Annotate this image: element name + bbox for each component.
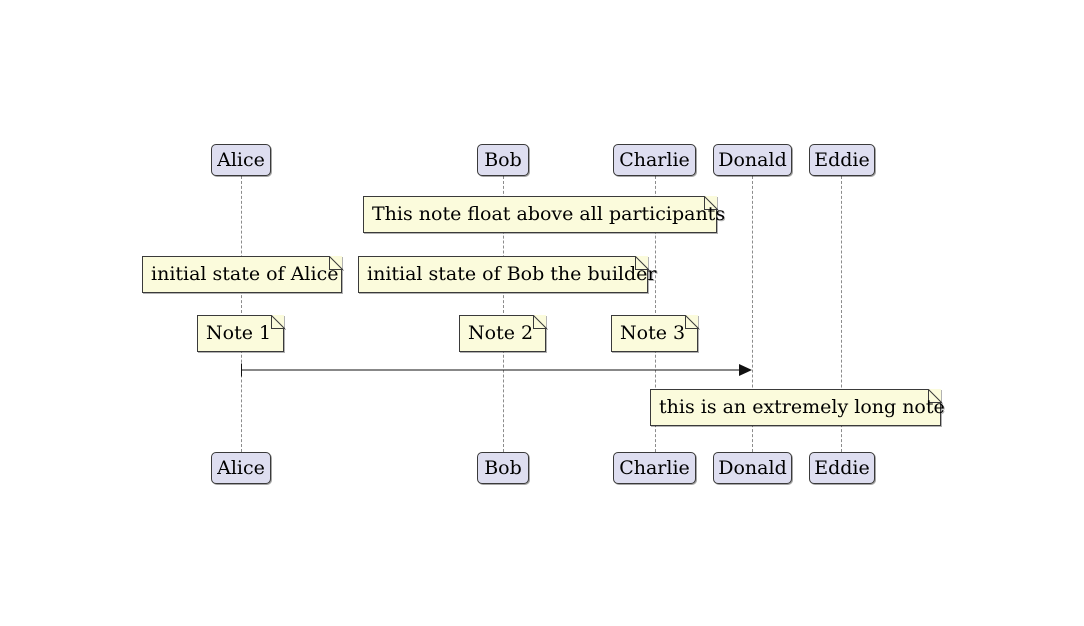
note-text: this is an extremely long note: [659, 396, 945, 418]
participant-eddie-bottom[interactable]: Eddie: [809, 452, 875, 484]
participant-donald-top[interactable]: Donald: [713, 144, 792, 176]
participant-label: Charlie: [619, 456, 690, 479]
note-initial-state-alice[interactable]: initial state of Alice: [142, 256, 343, 293]
note-3[interactable]: Note 3: [611, 315, 699, 352]
participant-label: Eddie: [814, 148, 870, 171]
note-text: This note float above all participants: [372, 203, 726, 225]
note-fold-icon: [704, 196, 718, 210]
lifeline-alice: [241, 176, 242, 452]
message-arrowhead-icon: [739, 364, 752, 376]
note-2[interactable]: Note 2: [459, 315, 547, 352]
note-fold-icon: [928, 389, 942, 403]
note-extremely-long[interactable]: this is an extremely long note: [650, 389, 945, 426]
note-text: Note 3: [620, 322, 686, 344]
note-1[interactable]: Note 1: [197, 315, 285, 352]
participant-charlie-bottom[interactable]: Charlie: [613, 452, 696, 484]
participant-alice-top[interactable]: Alice: [211, 144, 271, 176]
note-fold-icon: [329, 256, 343, 270]
note-text: Note 2: [468, 322, 534, 344]
note-text: initial state of Alice: [151, 263, 339, 285]
message-line: [241, 369, 740, 371]
note-fold-icon: [635, 256, 649, 270]
note-fold-icon: [271, 315, 285, 329]
participant-alice-bottom[interactable]: Alice: [211, 452, 271, 484]
participant-donald-bottom[interactable]: Donald: [713, 452, 792, 484]
participant-label: Bob: [484, 456, 522, 479]
participant-label: Donald: [718, 456, 787, 479]
lifeline-donald: [752, 176, 753, 452]
participant-bob-top[interactable]: Bob: [477, 144, 529, 176]
message-alice-to-donald[interactable]: [241, 360, 752, 380]
note-body: [459, 315, 546, 352]
participant-charlie-top[interactable]: Charlie: [613, 144, 696, 176]
lifeline-bob: [503, 176, 504, 452]
note-body: [197, 315, 284, 352]
note-fold-icon: [533, 315, 547, 329]
lifeline-charlie: [655, 176, 656, 452]
participant-label: Alice: [217, 456, 265, 479]
note-body: [363, 196, 717, 233]
note-initial-state-bob[interactable]: initial state of Bob the builder: [358, 256, 657, 293]
participant-label: Bob: [484, 148, 522, 171]
participant-label: Charlie: [619, 148, 690, 171]
participant-eddie-top[interactable]: Eddie: [809, 144, 875, 176]
lifeline-eddie: [841, 176, 842, 452]
note-body: [358, 256, 648, 293]
note-fold-icon: [685, 315, 699, 329]
note-float-above-all[interactable]: This note float above all participants: [363, 196, 725, 233]
participant-bob-bottom[interactable]: Bob: [477, 452, 529, 484]
participant-label: Eddie: [814, 456, 870, 479]
note-text: initial state of Bob the builder: [367, 263, 657, 285]
note-body: [142, 256, 342, 293]
participant-label: Alice: [217, 148, 265, 171]
note-body: [611, 315, 698, 352]
note-text: Note 1: [206, 322, 272, 344]
note-body: [650, 389, 941, 426]
participant-label: Donald: [718, 148, 787, 171]
